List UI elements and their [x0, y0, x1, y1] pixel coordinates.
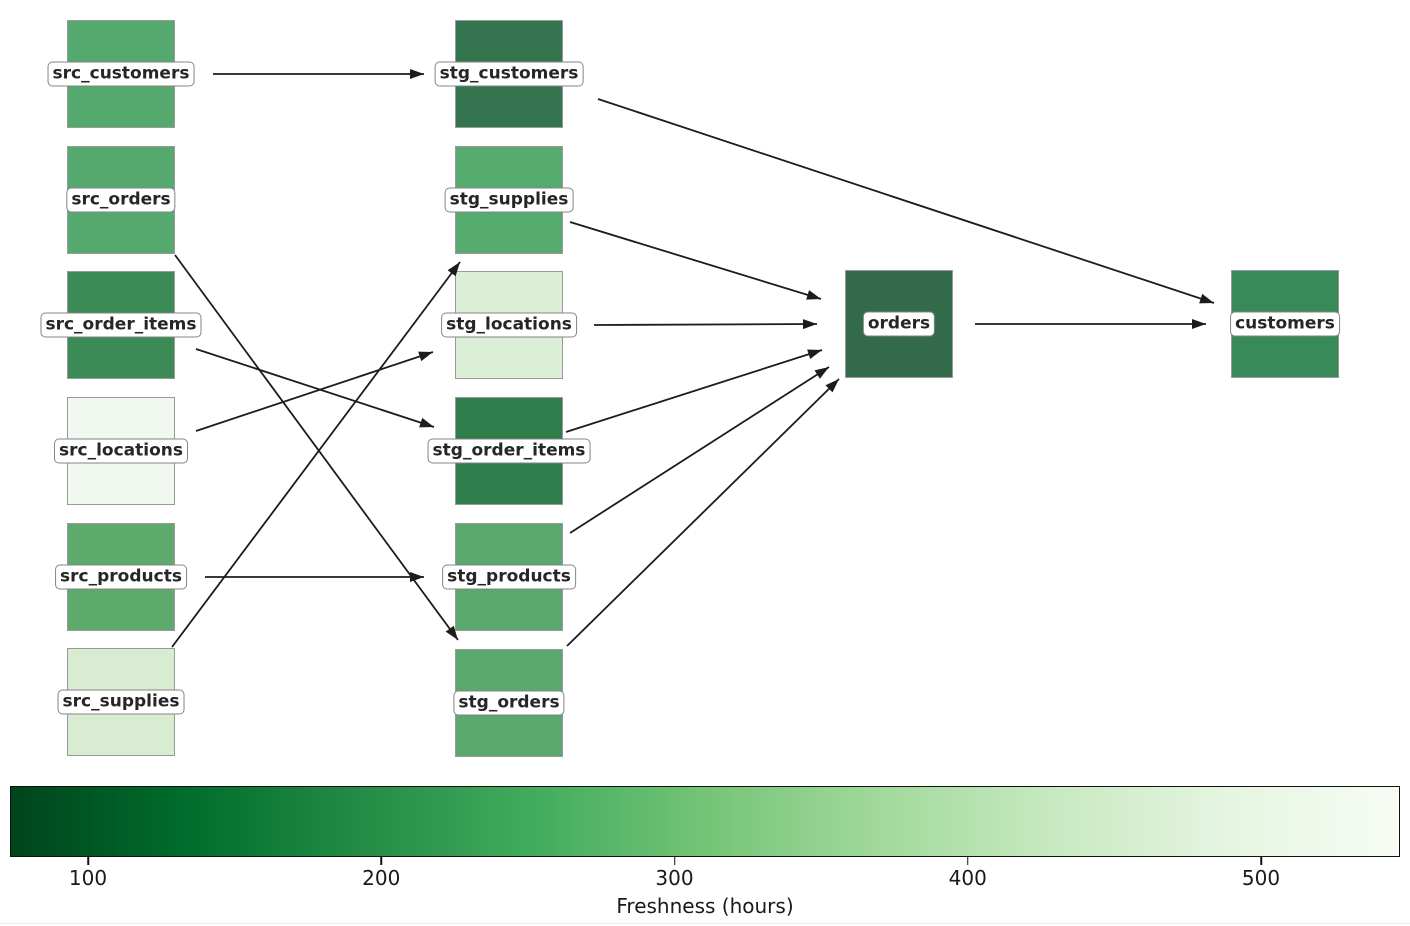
edge-src_supplies-to-stg_supplies	[171, 261, 461, 648]
edge-stg_customers-to-customers	[597, 98, 1215, 304]
edge-src_order_items-to-stg_order_items	[195, 348, 435, 428]
colorbar-tick-mark-100	[87, 857, 89, 865]
node-label-stg_orders: stg_orders	[453, 690, 565, 716]
node-label-src_order_items: src_order_items	[40, 312, 202, 338]
edge-stg_supplies-to-orders	[569, 221, 822, 300]
node-label-customers: customers	[1230, 311, 1340, 337]
colorbar-tick-mark-200	[380, 857, 382, 865]
colorbar-tick-mark-300	[673, 857, 676, 865]
node-label-stg_supplies: stg_supplies	[444, 187, 574, 213]
colorbar-tick-label-400: 400	[948, 866, 987, 890]
figure-bottom-divider	[0, 923, 1410, 924]
node-label-src_products: src_products	[55, 564, 187, 590]
node-label-src_locations: src_locations	[54, 438, 188, 464]
colorbar-axis-label: Freshness (hours)	[616, 894, 794, 918]
node-label-stg_locations: stg_locations	[441, 312, 577, 338]
colorbar: 100 200 300 400 500 Freshness (hours)	[10, 786, 1400, 926]
colorbar-tick-mark-400	[967, 857, 969, 865]
colorbar-tick-label-300: 300	[655, 866, 694, 890]
node-label-stg_products: stg_products	[442, 564, 576, 590]
node-label-orders: orders	[862, 311, 936, 337]
edge-src_locations-to-stg_locations	[195, 351, 434, 432]
node-label-src_supplies: src_supplies	[57, 689, 185, 715]
edge-stg_orders-to-orders	[566, 378, 840, 647]
colorbar-tick-label-200: 200	[362, 866, 401, 890]
node-label-stg_order_items: stg_order_items	[427, 438, 591, 464]
node-label-stg_customers: stg_customers	[434, 61, 584, 87]
edge-stg_order_items-to-orders	[565, 349, 823, 433]
node-label-src_orders: src_orders	[66, 187, 176, 213]
edge-stg_products-to-orders	[569, 366, 830, 534]
colorbar-tick-mark-500	[1260, 857, 1262, 865]
edge-stg_locations-to-orders	[593, 319, 818, 330]
colorbar-gradient	[10, 786, 1400, 857]
colorbar-tick-label-500: 500	[1241, 866, 1281, 890]
node-label-src_customers: src_customers	[47, 61, 195, 87]
colorbar-tick-label-100: 100	[68, 866, 108, 890]
